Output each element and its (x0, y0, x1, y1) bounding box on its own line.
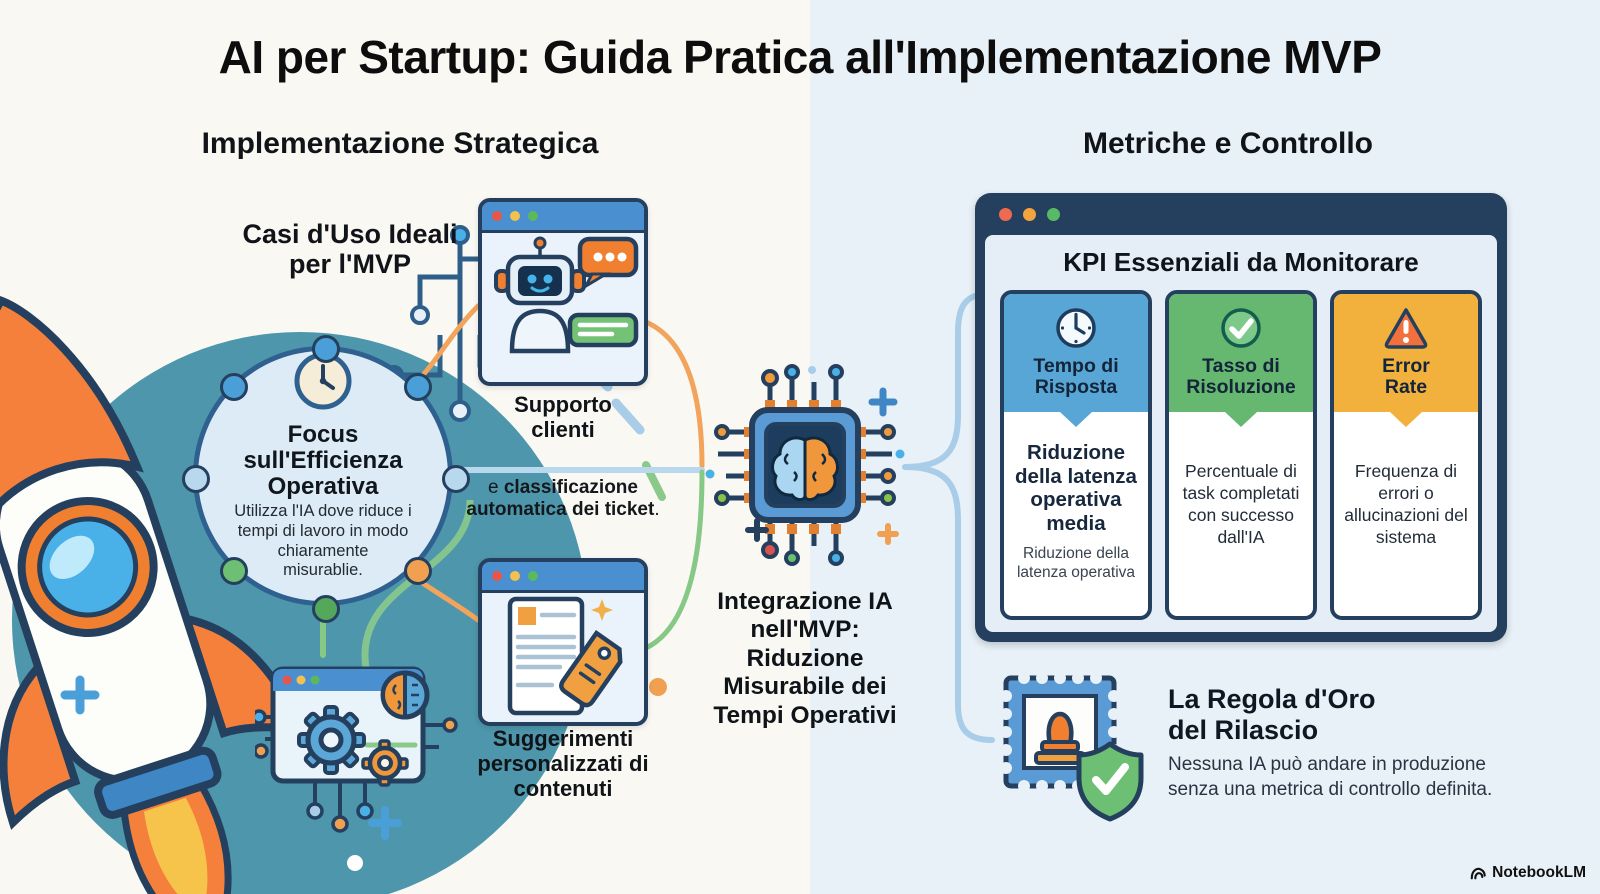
kpi-card-header: Tempo di Risposta (1004, 294, 1148, 412)
kpi-card-title: Tempo di Risposta (1033, 355, 1119, 399)
kpi-card-title: Error Rate (1382, 355, 1430, 399)
support-caption: Supporto clienti (514, 392, 612, 442)
browser-titlebar (482, 202, 644, 233)
left-section-heading: Implementazione Strategica (201, 127, 599, 160)
traffic-light-red-icon (492, 211, 502, 221)
node-dot-lower-right (404, 557, 432, 585)
check-icon (1221, 308, 1261, 348)
kpi-card-row: Tempo di Risposta Riduzione della latenz… (985, 290, 1497, 620)
kpi-card-detail: Frequenza di errori o allucinazioni del … (1344, 461, 1468, 547)
integration-caption: Integrazione IA nell'MVP: Riduzione Misu… (713, 588, 897, 729)
price-tag-icon (559, 629, 623, 708)
kpi-header-notch (1060, 412, 1092, 427)
kpi-card-detail: Percentuale di task completati con succe… (1182, 461, 1300, 547)
kpi-card-header: Tasso di Risoluzione (1169, 294, 1313, 412)
golden-rule-body: Nessuna IA può andare in produzione senz… (1168, 754, 1493, 800)
traffic-light-yellow-icon (510, 211, 520, 221)
notebooklm-logo-icon (1470, 867, 1486, 880)
automation-browser-illustration (255, 666, 458, 833)
traffic-light-yellow-icon (1023, 207, 1036, 221)
use-cases-label: Casi d'Uso Ideali per l'MVP (242, 219, 458, 279)
clock-icon (1056, 308, 1096, 348)
traffic-light-green-icon (528, 571, 538, 581)
shield-check-icon (1076, 741, 1144, 822)
document-tag-illustration (507, 596, 623, 716)
kpi-card-headline: Riduzione della latenza operativa media (1015, 441, 1137, 535)
chatbot-illustration (494, 236, 639, 354)
ticket-text-suffix: . (654, 499, 660, 521)
node-dot-bottom (312, 595, 340, 623)
kpi-card-error-rate: Error Rate Frequenza di errori o allucin… (1330, 290, 1482, 620)
golden-rule-title: La Regola d'Oro del Rilascio (1168, 684, 1376, 746)
focus-title: Focus sull'Efficienza Operativa (243, 421, 403, 500)
kpi-card-detail: Riduzione della latenza operativa (1016, 545, 1136, 581)
traffic-light-green-icon (528, 211, 538, 221)
kpi-header-notch (1390, 412, 1422, 427)
ticket-text-prefix: e (488, 477, 504, 498)
ticket-classification-text: e classificazione automatica dei ticket. (458, 477, 668, 522)
kpi-header-notch (1225, 412, 1257, 427)
brand-label: NotebookLM (1492, 864, 1586, 881)
ticket-text-bold: classificazione automatica dei ticket (466, 477, 655, 521)
support-browser-card (478, 198, 648, 386)
stamp-shield-illustration (1000, 672, 1144, 822)
page-title: AI per Startup: Guida Pratica all'Implem… (218, 31, 1382, 83)
right-section-heading: Metriche e Controllo (1082, 127, 1374, 160)
traffic-light-red-icon (999, 207, 1012, 221)
kpi-window-content: KPI Essenziali da Monitorare Tempo di Ri… (985, 235, 1497, 632)
browser-titlebar (482, 562, 644, 593)
node-dot-upper-left (220, 373, 248, 401)
gear-brain-icon (380, 670, 430, 720)
traffic-light-green-icon (1047, 207, 1060, 221)
notebooklm-brand: NotebookLM (1469, 864, 1586, 882)
node-dot-lower-left (220, 557, 248, 585)
suggestions-browser-card (478, 558, 648, 726)
kpi-panel-title: KPI Essenziali da Monitorare (1063, 247, 1419, 277)
kpi-window: KPI Essenziali da Monitorare Tempo di Ri… (975, 193, 1507, 642)
traffic-light-red-icon (492, 571, 502, 581)
node-dot-upper-right (404, 373, 432, 401)
node-dot-top (312, 335, 340, 363)
big-gear-icon (297, 705, 366, 775)
kpi-card-tempo-di-risposta: Tempo di Risposta Riduzione della latenz… (1000, 290, 1152, 620)
small-gear-icon (361, 739, 409, 787)
kpi-card-tasso-di-risoluzione: Tasso di Risoluzione Percentuale di task… (1165, 290, 1317, 620)
kpi-card-header: Error Rate (1334, 294, 1478, 412)
node-dot-left (182, 465, 210, 493)
chip-brain-illustration (705, 364, 905, 566)
kpi-card-title: Tasso di Risoluzione (1186, 355, 1296, 399)
clock-badge-icon (294, 352, 352, 410)
kpi-window-titlebar (975, 193, 1507, 235)
suggestions-caption: Suggerimenti personalizzati di contenuti (477, 726, 649, 801)
traffic-light-yellow-icon (510, 571, 520, 581)
focus-body: Utilizza l'IA dove riduce i tempi di lav… (234, 502, 412, 580)
node-dot-right (442, 465, 470, 493)
focus-circle: Focus sull'Efficienza Operativa Utilizza… (182, 335, 470, 623)
rocket-icon (0, 295, 305, 894)
warning-icon (1384, 308, 1428, 349)
